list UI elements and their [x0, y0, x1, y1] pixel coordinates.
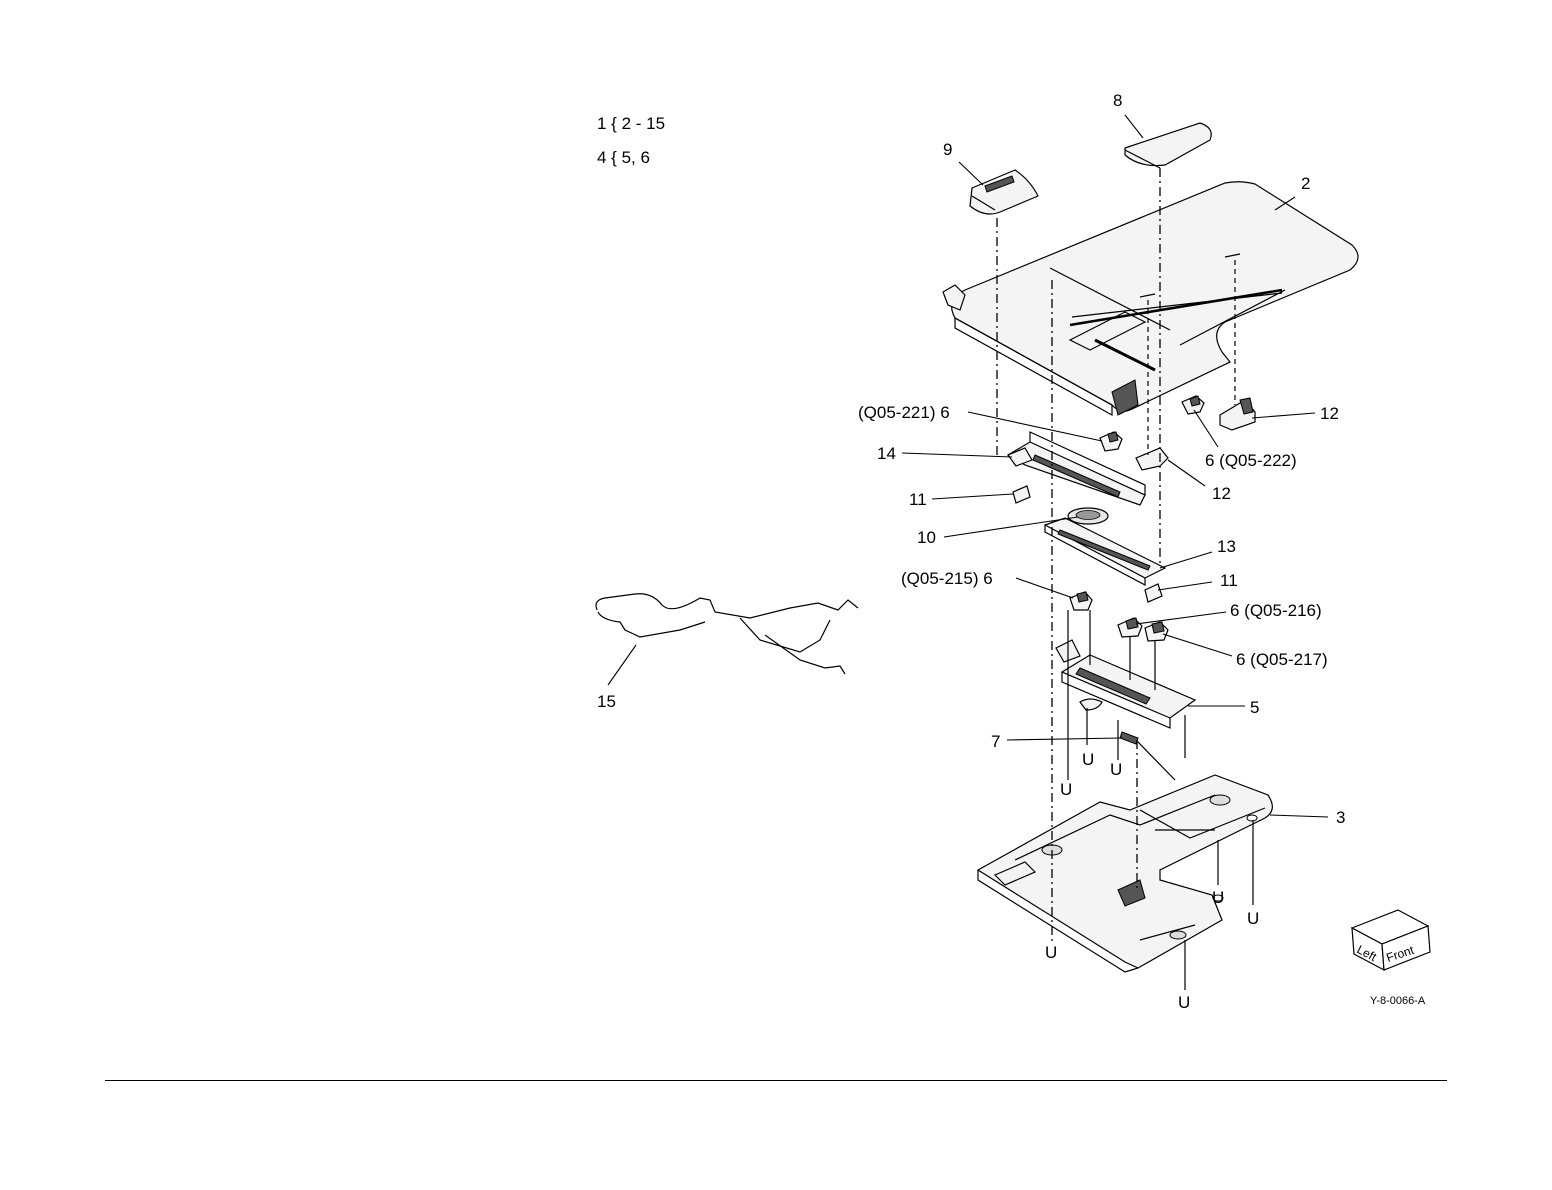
callout-11-right: 11	[1220, 571, 1238, 590]
part-2-tray-cover	[943, 182, 1358, 415]
callout-6-q05-216: 6 (Q05-216)	[1230, 601, 1322, 620]
orientation-cube: Left Front	[1352, 910, 1430, 970]
u-mark: U	[1045, 943, 1057, 962]
part-15-harness	[596, 594, 858, 674]
callout-12-right: 12	[1320, 404, 1339, 423]
part-6-q05-221	[1100, 432, 1122, 451]
callout-2: 2	[1301, 174, 1310, 193]
u-mark: U	[1178, 993, 1190, 1012]
callout-6-q05-217: 6 (Q05-217)	[1236, 650, 1328, 669]
part-6-q05-216	[1118, 618, 1142, 637]
part-10-roller	[1068, 508, 1108, 524]
figure-id: Y-8-0066-A	[1370, 995, 1426, 1007]
part-6-q05-222	[1182, 396, 1204, 414]
footer-rule	[105, 1080, 1447, 1081]
part-11-left	[1013, 486, 1030, 503]
part-6-q05-215	[1070, 592, 1092, 610]
callout-3: 3	[1336, 808, 1345, 827]
callout-15: 15	[597, 692, 616, 711]
part-8-guide	[1125, 123, 1211, 168]
part-6-q05-217	[1145, 622, 1168, 641]
u-mark: U	[1110, 760, 1122, 779]
u-mark: U	[1212, 888, 1224, 907]
u-mark: U	[1247, 909, 1259, 928]
callout-7: 7	[991, 732, 1000, 751]
callout-12-middle: 12	[1212, 484, 1231, 503]
part-11-right	[1145, 584, 1162, 602]
callout-6-q05-221: (Q05-221) 6	[858, 403, 950, 422]
part-7-spring	[1120, 732, 1175, 780]
part-3-base-tray	[978, 775, 1272, 972]
callout-6-q05-215: (Q05-215) 6	[901, 569, 993, 588]
callout-6-q05-222: 6 (Q05-222)	[1205, 451, 1297, 470]
part-13-plate	[1045, 518, 1165, 585]
callout-8: 8	[1113, 91, 1122, 110]
callout-13: 13	[1217, 537, 1236, 556]
u-mark: U	[1082, 750, 1094, 769]
callout-5: 5	[1250, 698, 1259, 717]
callout-9: 9	[943, 140, 952, 159]
callout-14: 14	[877, 444, 896, 463]
part-12-middle	[1136, 448, 1168, 470]
part-9-guide	[970, 170, 1038, 214]
part-12-right	[1220, 398, 1255, 430]
u-mark: U	[1060, 780, 1072, 799]
callout-11-left: 11	[909, 490, 927, 509]
callout-10: 10	[917, 528, 936, 547]
